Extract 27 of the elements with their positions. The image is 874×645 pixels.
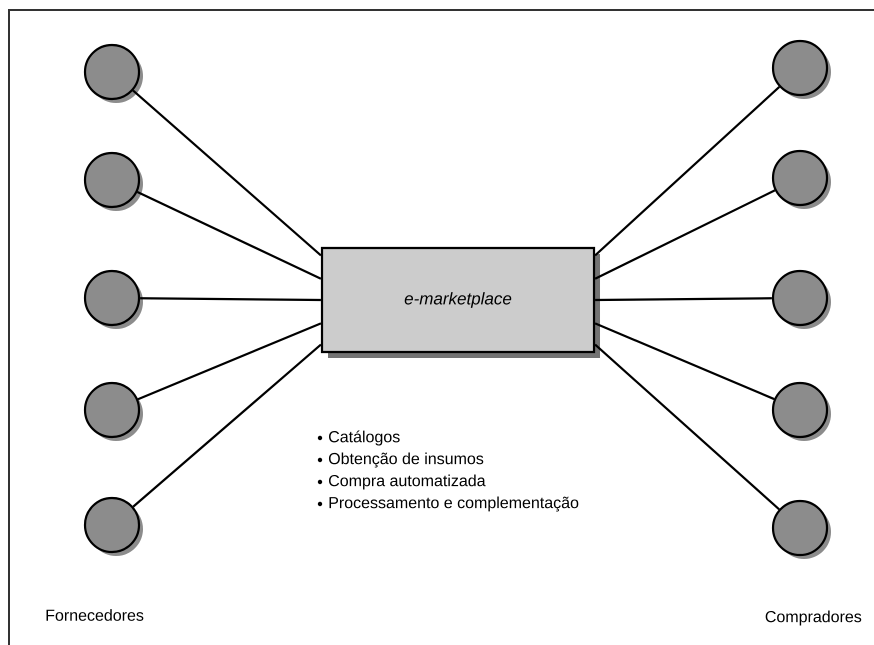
participant-circle [84,382,140,438]
participant-circle [772,270,828,326]
group-label: Compradores [766,610,862,626]
connector-line [595,297,772,302]
bullet-item: Obtenção de insumos [318,452,484,468]
participant-circle [772,150,828,206]
connector-line [594,189,776,280]
participant-circle [772,500,828,556]
participant-circle [772,40,828,96]
connector-line [594,344,780,510]
connector-line [140,297,321,302]
participant-circle [84,44,140,100]
bullet-item: Processamento e complementação [318,496,578,512]
participant-circle [84,496,140,554]
group-label: Fornecedores [46,609,144,621]
participant-circle [84,152,140,208]
marketplace-box: e-marketplace [320,246,596,354]
connector-line [594,86,780,256]
participant-circle [772,382,828,438]
connector-line [132,344,322,508]
participant-circle [84,270,140,326]
connector-line [132,90,322,256]
connector-line [136,191,322,280]
connector-line [138,322,322,400]
connector-line [594,322,775,400]
bullet-item: Compra automatizada [318,474,486,490]
bullet-item: Catálogos [318,430,400,446]
